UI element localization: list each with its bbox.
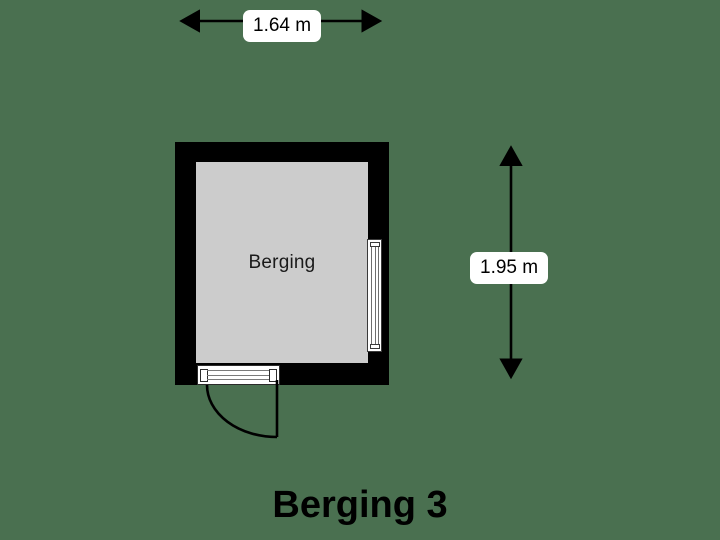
- door-leaf-line: [207, 374, 270, 376]
- window-sash-top: [370, 242, 380, 247]
- door-swing-arc: [205, 380, 279, 439]
- window-icon: [367, 239, 382, 352]
- dimension-label-height: 1.95 m: [470, 252, 549, 284]
- page-title: Berging 3: [272, 484, 448, 526]
- dimension-label-width: 1.64 m: [243, 10, 322, 42]
- door-jamb-right: [269, 369, 277, 382]
- window-pane-line: [371, 247, 372, 344]
- window-pane-line: [378, 247, 379, 344]
- window-sash-bottom: [370, 344, 380, 349]
- door-jamb-left: [200, 369, 208, 382]
- room-name-label: Berging: [248, 251, 316, 273]
- window-pane-line: [374, 247, 376, 344]
- room-floor: [196, 162, 368, 363]
- door-leaf-line: [207, 379, 270, 380]
- room-outline: Berging: [175, 142, 389, 385]
- door-icon: [197, 365, 280, 385]
- door-leaf-line: [207, 370, 270, 371]
